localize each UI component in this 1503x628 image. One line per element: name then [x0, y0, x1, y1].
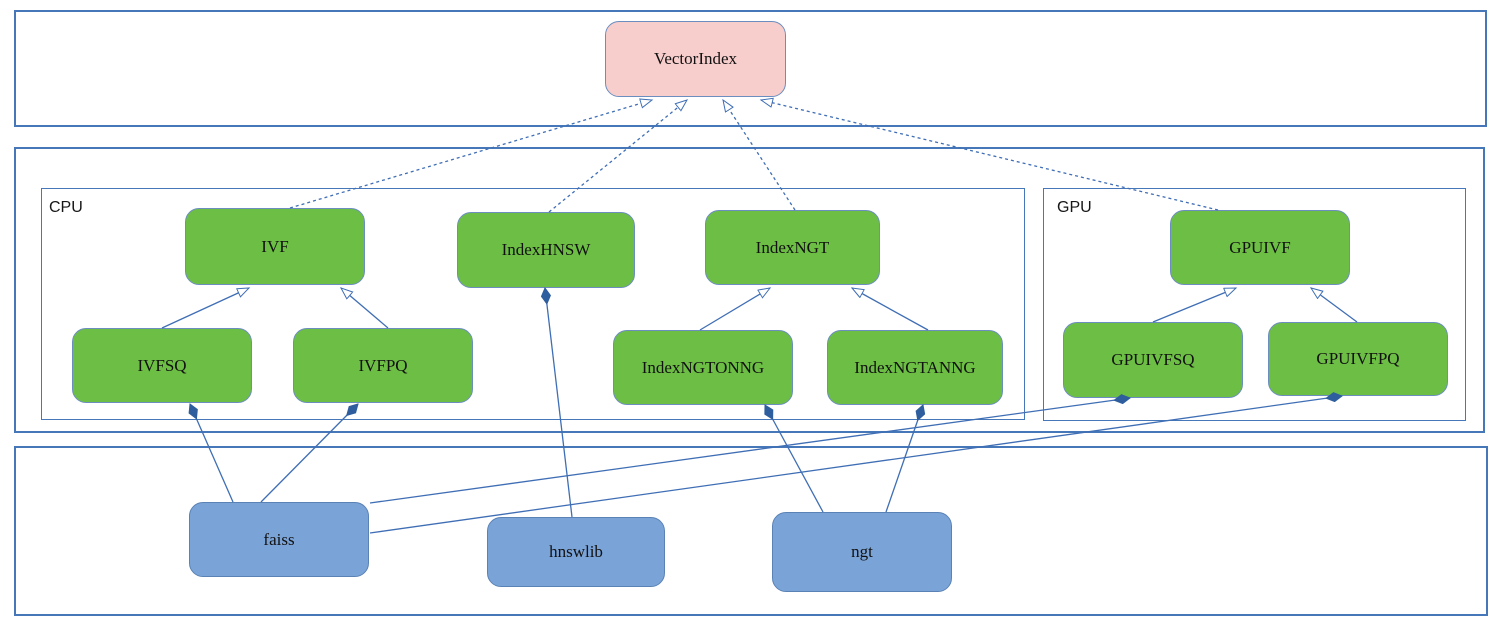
- node-faiss-label: faiss: [263, 529, 295, 549]
- node-indexngtanng[interactable]: IndexNGTANNG: [827, 330, 1003, 405]
- node-indexngtonng[interactable]: IndexNGTONNG: [613, 330, 793, 405]
- node-indexngt-label: IndexNGT: [755, 237, 830, 257]
- node-vectorindex-label: VectorIndex: [653, 49, 738, 68]
- node-gpuivf[interactable]: GPUIVF: [1170, 210, 1350, 285]
- node-ivf-label: IVF: [261, 236, 289, 256]
- node-indexngtonng-label: IndexNGTONNG: [641, 357, 765, 377]
- node-hnswlib[interactable]: hnswlib: [487, 517, 665, 587]
- node-gpuivfsq-label: GPUIVFSQ: [1111, 350, 1195, 369]
- node-hnswlib-label: hnswlib: [549, 542, 603, 561]
- node-ivfpq[interactable]: IVFPQ: [293, 328, 473, 403]
- node-gpuivfsq[interactable]: GPUIVFSQ: [1063, 322, 1243, 398]
- node-ngt-label: ngt: [851, 542, 873, 561]
- container-cpu-label: CPU: [49, 199, 83, 216]
- node-gpuivfpq-label: GPUIVFPQ: [1316, 349, 1400, 368]
- container-gpu-label: GPU: [1057, 199, 1092, 216]
- node-ivfsq[interactable]: IVFSQ: [72, 328, 252, 403]
- node-indexngtanng-label: IndexNGTANNG: [854, 357, 976, 377]
- node-indexngt[interactable]: IndexNGT: [705, 210, 880, 285]
- node-gpuivfpq[interactable]: GPUIVFPQ: [1268, 322, 1448, 396]
- node-faiss[interactable]: faiss: [189, 502, 369, 577]
- node-vectorindex[interactable]: VectorIndex: [605, 21, 786, 97]
- node-ivfpq-label: IVFPQ: [358, 355, 408, 375]
- node-gpuivf-label: GPUIVF: [1229, 237, 1291, 257]
- node-ivfsq-label: IVFSQ: [137, 355, 187, 375]
- node-indexhnsw[interactable]: IndexHNSW: [457, 212, 635, 288]
- node-indexhnsw-label: IndexHNSW: [501, 240, 591, 259]
- node-ngt[interactable]: ngt: [772, 512, 952, 592]
- node-ivf[interactable]: IVF: [185, 208, 365, 285]
